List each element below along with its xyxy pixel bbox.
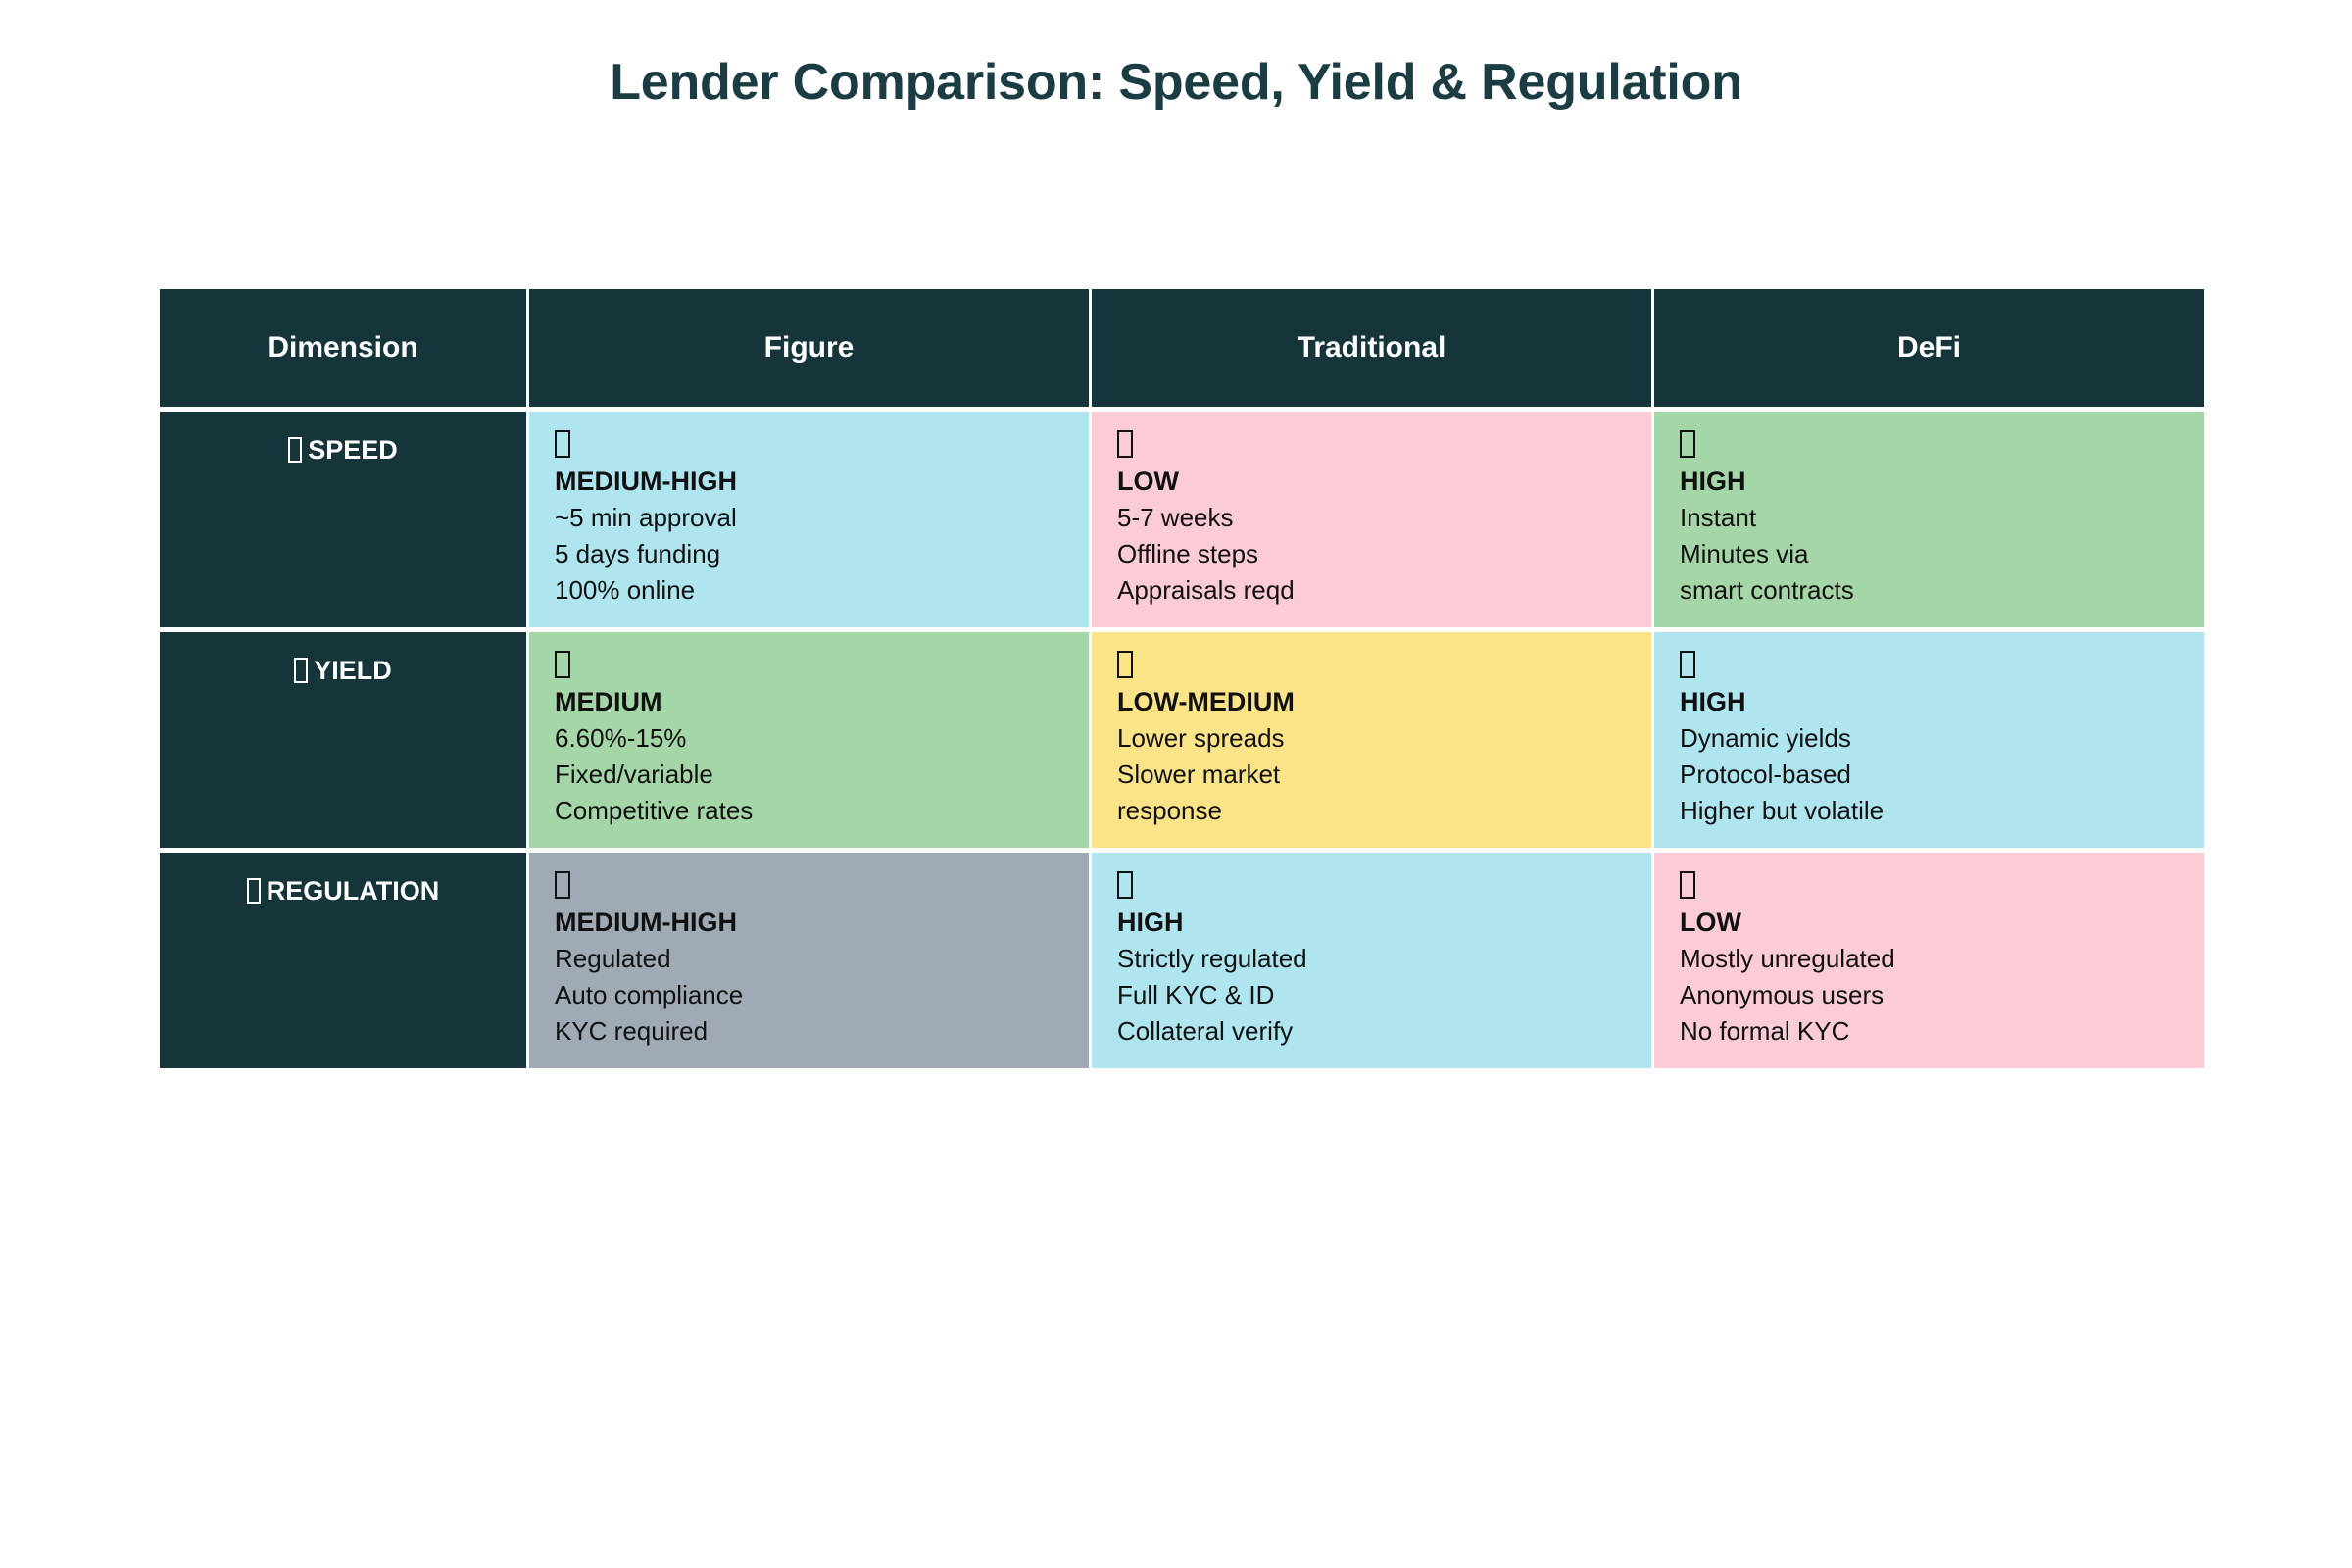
cell-icon-wrap [555,870,1089,904]
missing-glyph-icon [555,871,570,899]
comparison-table-wrapper: Dimension Figure Traditional DeFi SPEED … [160,289,2204,1068]
cell-rating: HIGH [1680,466,1746,496]
missing-glyph-icon [1680,651,1695,678]
cell-detail: Offline steps [1117,539,1259,568]
cell-speed-figure: MEDIUM-HIGH ~5 min approval 5 days fundi… [529,412,1089,627]
cell-rating: MEDIUM [555,687,662,716]
cell-detail: Collateral verify [1117,1016,1294,1046]
missing-glyph-icon [246,878,261,904]
missing-glyph-icon [1117,430,1133,458]
cell-speed-traditional: LOW 5-7 weeks Offline steps Appraisals r… [1092,412,1651,627]
row-label-text: SPEED [308,435,398,465]
cell-icon-wrap [555,650,1089,683]
cell-icon-wrap [1117,429,1651,463]
cell-rating: LOW [1117,466,1179,496]
missing-glyph-icon [1680,871,1695,899]
row-label-text: REGULATION [266,876,440,906]
missing-glyph-icon [555,651,570,678]
cell-icon-wrap [1117,870,1651,904]
cell-detail: Lower spreads [1117,723,1285,753]
cell-rating: HIGH [1117,907,1184,937]
cell-icon-wrap [1680,429,2204,463]
cell-regulation-defi: LOW Mostly unregulated Anonymous users N… [1654,853,2204,1068]
column-header-figure: Figure [529,289,1089,407]
table-row: SPEED MEDIUM-HIGH ~5 min approval 5 days… [160,412,2204,627]
missing-glyph-icon [555,430,570,458]
missing-glyph-icon [1680,430,1695,458]
cell-icon-wrap [555,429,1089,463]
table-row: YIELD MEDIUM 6.60%-15% Fixed/variable Co… [160,632,2204,848]
cell-detail: No formal KYC [1680,1016,1850,1046]
cell-icon-wrap [1680,870,2204,904]
cell-detail: Dynamic yields [1680,723,1851,753]
cell-detail: Anonymous users [1680,980,1885,1009]
cell-yield-defi: HIGH Dynamic yields Protocol-based Highe… [1654,632,2204,848]
column-header-dimension: Dimension [160,289,526,407]
row-label-speed: SPEED [160,412,526,627]
cell-detail: 5 days funding [555,539,721,568]
cell-yield-traditional: LOW-MEDIUM Lower spreads Slower market r… [1092,632,1651,848]
cell-rating: LOW [1680,907,1741,937]
missing-glyph-icon [288,437,303,463]
comparison-table: Dimension Figure Traditional DeFi SPEED … [157,284,2207,1073]
cell-detail: Fixed/variable [555,760,713,789]
cell-detail: Auto compliance [555,980,744,1009]
cell-speed-defi: HIGH Instant Minutes via smart contracts [1654,412,2204,627]
cell-detail: ~5 min approval [555,503,737,532]
missing-glyph-icon [294,658,309,683]
page-title: Lender Comparison: Speed, Yield & Regula… [610,54,1742,111]
missing-glyph-icon [1117,651,1133,678]
cell-detail: 100% online [555,575,696,605]
cell-detail: 6.60%-15% [555,723,687,753]
table-row: REGULATION MEDIUM-HIGH Regulated Auto co… [160,853,2204,1068]
cell-detail: Full KYC & ID [1117,980,1275,1009]
table-header: Dimension Figure Traditional DeFi [160,289,2204,407]
cell-detail: Competitive rates [555,796,754,825]
cell-icon-wrap [1117,650,1651,683]
column-header-defi: DeFi [1654,289,2204,407]
row-label-regulation: REGULATION [160,853,526,1068]
cell-detail: Minutes via [1680,539,1809,568]
row-label-yield: YIELD [160,632,526,848]
cell-detail: Protocol-based [1680,760,1851,789]
cell-regulation-traditional: HIGH Strictly regulated Full KYC & ID Co… [1092,853,1651,1068]
cell-detail: Slower market [1117,760,1281,789]
cell-icon-wrap [1680,650,2204,683]
cell-rating: MEDIUM-HIGH [555,466,737,496]
cell-detail: 5-7 weeks [1117,503,1234,532]
cell-rating: LOW-MEDIUM [1117,687,1295,716]
cell-detail: Higher but volatile [1680,796,1885,825]
cell-detail: response [1117,796,1222,825]
cell-rating: MEDIUM-HIGH [555,907,737,937]
row-label-text: YIELD [314,656,392,685]
cell-detail: Mostly unregulated [1680,944,1895,973]
cell-rating: HIGH [1680,687,1746,716]
table-header-row: Dimension Figure Traditional DeFi [160,289,2204,407]
cell-detail: Regulated [555,944,671,973]
cell-detail: Appraisals reqd [1117,575,1295,605]
cell-detail: Strictly regulated [1117,944,1307,973]
missing-glyph-icon [1117,871,1133,899]
cell-yield-figure: MEDIUM 6.60%-15% Fixed/variable Competit… [529,632,1089,848]
cell-regulation-figure: MEDIUM-HIGH Regulated Auto compliance KY… [529,853,1089,1068]
cell-detail: smart contracts [1680,575,1854,605]
table-body: SPEED MEDIUM-HIGH ~5 min approval 5 days… [160,412,2204,1068]
cell-detail: Instant [1680,503,1757,532]
cell-detail: KYC required [555,1016,709,1046]
column-header-traditional: Traditional [1092,289,1651,407]
